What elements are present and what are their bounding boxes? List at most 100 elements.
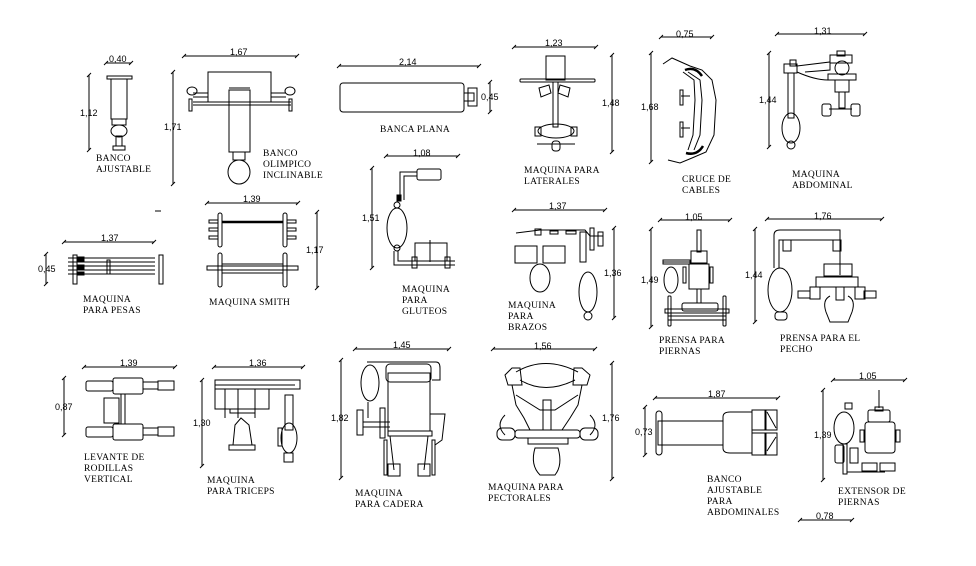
dim-triceps-width: 1,36	[249, 358, 267, 368]
dimension-tick	[648, 226, 654, 232]
dimension-tick	[709, 34, 715, 40]
prensa-piernas-drawing	[662, 229, 730, 327]
label-pectorales: MAQUINA PARA PECTORALES	[488, 483, 564, 504]
dimension-tick	[592, 346, 598, 352]
dimension-tick	[609, 476, 615, 482]
dim-gluteos-width: 1,08	[413, 148, 431, 158]
dimension-tick	[648, 324, 654, 330]
maquina-laterales-drawing	[519, 55, 596, 152]
extensor-piernas-drawing	[833, 390, 901, 475]
label-prensa-pecho: PRENSA PARA EL PECHO	[780, 334, 861, 355]
dimension-tick	[609, 52, 615, 58]
dimension-tick	[61, 239, 67, 245]
dimension-tick	[204, 200, 210, 206]
dimension-tick	[383, 153, 389, 159]
dim-abdominal-height: 1,44	[759, 95, 777, 105]
dimension-tick	[487, 109, 493, 115]
maquina-smith-drawing	[206, 212, 299, 288]
dimension-tick	[648, 50, 654, 56]
dim-pesas-height: 0,45	[38, 264, 56, 274]
maquina-cadera-drawing	[356, 361, 446, 477]
dimension-tick	[369, 265, 375, 271]
dim-levante-width: 1,39	[120, 358, 138, 368]
dimension-tick	[103, 60, 109, 66]
dimension-tick	[369, 165, 375, 171]
dimension-tick	[511, 44, 517, 50]
dimension-tick	[446, 346, 452, 352]
dim-brazos-width: 1,37	[549, 201, 567, 211]
dimension-tick	[611, 315, 617, 321]
dimension-tick	[352, 346, 358, 352]
dim-pectorales-width: 1,56	[534, 341, 552, 351]
dim-cruce-cables-height: 1,68	[641, 102, 659, 112]
dimension-tick	[775, 395, 781, 401]
dimension-tick	[490, 346, 496, 352]
dimension-tick	[611, 225, 617, 231]
dim-triceps-height: 1,30	[193, 418, 211, 428]
dimension-tick	[727, 217, 733, 223]
dimension-tick	[170, 181, 176, 187]
dimension-tick	[764, 216, 770, 222]
dimension-tick	[774, 31, 780, 37]
label-cruce-cables: CRUCE DE CABLES	[682, 175, 732, 196]
dimension-tick	[314, 209, 320, 215]
dimension-tick	[593, 44, 599, 50]
dimension-tick	[172, 364, 178, 370]
label-brazos: MAQUINA PARA BRAZOS	[508, 301, 557, 333]
dim-banco-abdominales-height: 0,73	[635, 427, 653, 437]
label-extensor: EXTENSOR DE PIERNAS	[838, 487, 906, 508]
dimension-tick	[511, 207, 517, 213]
dim-smith-width: 1,39	[243, 194, 261, 204]
dimension-tick	[170, 69, 176, 75]
dim-extensor-height: 1,39	[814, 430, 832, 440]
dimension-tick	[338, 475, 344, 481]
dimension-tick	[487, 79, 493, 85]
dimension-tick	[295, 200, 301, 206]
label-levante-rodillas: LEVANTE DE RODILLAS VERTICAL	[84, 453, 145, 485]
banco-olimpico-drawing	[186, 71, 296, 185]
dimension-tick	[455, 153, 461, 159]
dim-smith-height: 1,17	[306, 245, 324, 255]
dimension-tick	[609, 360, 615, 366]
dim-banco-ajustable-height: 1,12	[80, 108, 98, 118]
dimension-tick	[338, 357, 344, 363]
dimension-tick	[81, 364, 87, 370]
label-banco-abdominales: BANCO AJUSTABLE PARA ABDOMINALES	[707, 475, 780, 518]
label-abdominal: MAQUINA ABDOMINAL	[792, 170, 853, 191]
dimension-tick	[300, 364, 306, 370]
dim-pectorales-height: 1,76	[602, 413, 620, 423]
maquina-gluteos-drawing	[386, 168, 455, 269]
dim-banco-abdominales-width: 1,87	[708, 389, 726, 399]
dimension-tick	[43, 251, 49, 257]
dim-banca-plana-height: 0,45	[481, 92, 499, 102]
dimension-tick	[128, 60, 134, 66]
dimension-tick	[879, 216, 885, 222]
label-prensa-piernas: PRENSA PARA PIERNAS	[659, 336, 726, 357]
dim-banco-olimpico-width: 1,67	[230, 47, 248, 57]
dim-cruce-cables-width: 0,75	[676, 29, 694, 39]
dimension-tick	[61, 432, 67, 438]
label-banca-plana: BANCA PLANA	[380, 125, 451, 135]
dim-cadera-width: 1,45	[393, 340, 411, 350]
dim-pesas-width: 1,37	[101, 233, 119, 243]
dim-levante-height: 0,87	[55, 402, 73, 412]
dimension-tick	[199, 463, 205, 469]
label-banco-ajustable: BANCO AJUSTABLE	[96, 154, 152, 175]
dim-banco-olimpico-height: 1,71	[164, 122, 182, 132]
dimension-tick	[830, 377, 836, 383]
dimension-tick	[609, 149, 615, 155]
maquina-pesas-drawing	[68, 254, 164, 285]
dimension-tick	[752, 226, 758, 232]
dim-prensa-piernas-height: 1,49	[641, 275, 659, 285]
dim-gluteos-height: 1,51	[362, 213, 380, 223]
dimension-tick	[211, 364, 217, 370]
dim-laterales-height: 1,48	[602, 98, 620, 108]
label-cadera: MAQUINA PARA CADERA	[355, 489, 424, 510]
maquina-abdominal-drawing	[781, 50, 861, 150]
dim-abdominal-width: 1,31	[814, 26, 832, 36]
dim-prensa-pecho-height: 1,44	[745, 270, 763, 280]
dim-laterales-width: 1,23	[545, 38, 563, 48]
dimension-tick	[820, 477, 826, 483]
cruce-cables-drawing	[662, 57, 717, 164]
